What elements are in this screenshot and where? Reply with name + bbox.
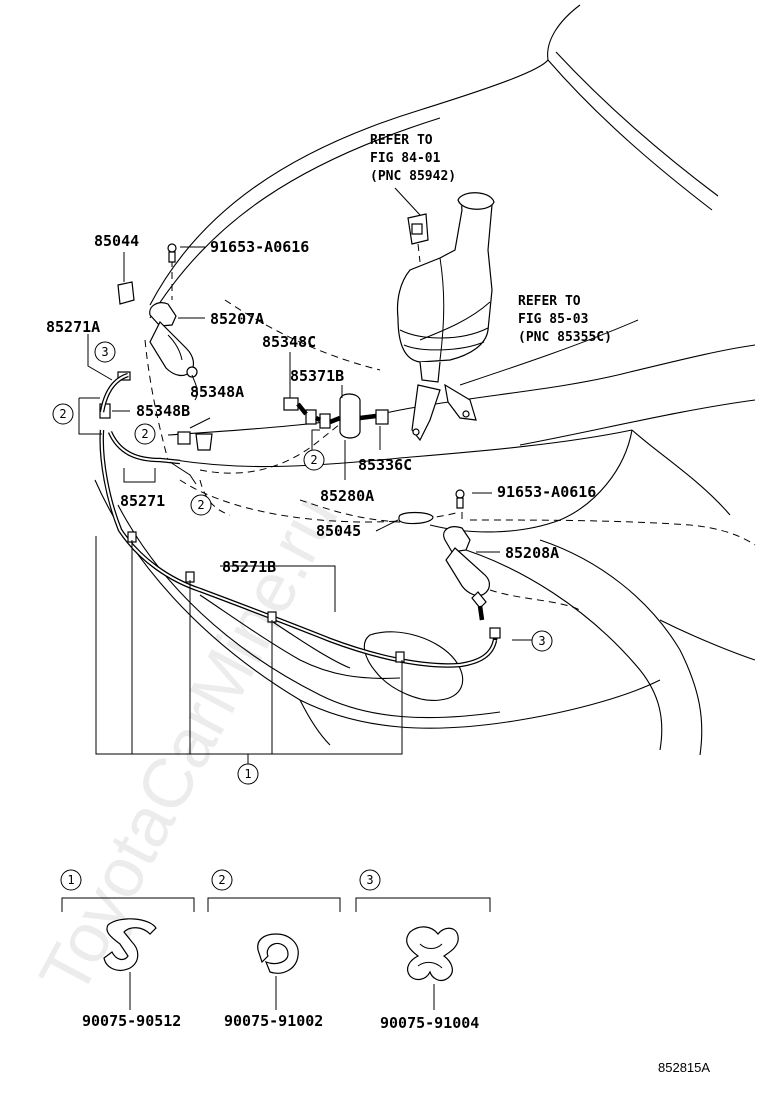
label-85044: 85044 (94, 232, 139, 250)
clip-3-shape (406, 926, 459, 982)
svg-text:3: 3 (101, 345, 108, 359)
pump-85280A (339, 393, 361, 439)
legend-item-3: 3 90075-91004 (355, 869, 491, 1032)
washer-tank (396, 192, 495, 442)
label-85207A: 85207A (210, 310, 264, 328)
part-labels: 85044 91653-A0616 85207A 85271A 85348C 8… (46, 232, 596, 576)
svg-text:3: 3 (366, 873, 373, 887)
label-85271B: 85271B (222, 558, 276, 576)
svg-text:(PNC 85355C): (PNC 85355C) (518, 330, 612, 345)
diagram-code: 852815A (658, 1060, 710, 1075)
svg-text:2: 2 (218, 873, 225, 887)
callout-2-lower: 2 (190, 494, 212, 516)
callout-2-left: 2 (52, 403, 74, 425)
svg-text:REFER TO: REFER TO (518, 294, 581, 309)
label-85336C: 85336C (358, 456, 412, 474)
hoses (99, 372, 499, 668)
legend-part-1: 90075-90512 (82, 1012, 181, 1030)
reference-right: REFER TO FIG 85-03 (PNC 85355C) (518, 294, 612, 345)
label-85348A: 85348A (190, 383, 244, 401)
watermark-text: ToyotaCarMine.ru (24, 483, 352, 1007)
part-85044-shape (117, 281, 135, 305)
label-91653-right: 91653-A0616 (497, 483, 596, 501)
reference-top: REFER TO FIG 84-01 (PNC 85942) (370, 133, 456, 184)
svg-text:FIG 85-03: FIG 85-03 (518, 312, 588, 327)
legend-part-2: 90075-91002 (224, 1012, 323, 1030)
callout-3-upper: 3 (94, 341, 116, 363)
legend-item-2: 2 90075-91002 (207, 869, 341, 1030)
clip-1-shape (103, 918, 157, 971)
nozzle-85208A (398, 489, 490, 609)
label-85280A: 85280A (320, 487, 374, 505)
svg-text:2: 2 (197, 498, 204, 512)
fittings (99, 371, 389, 451)
label-85348B: 85348B (136, 402, 190, 420)
svg-text:1: 1 (244, 767, 251, 781)
svg-text:REFER TO: REFER TO (370, 133, 433, 148)
callout-2-mid: 2 (134, 423, 156, 445)
label-91653-top: 91653-A0616 (210, 238, 309, 256)
svg-text:FIG 84-01: FIG 84-01 (370, 151, 441, 166)
clip-markers (127, 531, 501, 663)
fitting-85371B (319, 413, 331, 429)
svg-text:(PNC 85942): (PNC 85942) (370, 169, 456, 184)
svg-text:1: 1 (67, 873, 74, 887)
callout-3-right: 3 (531, 630, 553, 652)
grommet-85336C (375, 409, 389, 425)
svg-text:3: 3 (538, 634, 545, 648)
callout-1-bottom: 1 (237, 763, 259, 785)
label-85271A: 85271A (46, 318, 100, 336)
nozzle-85207A (149, 243, 198, 378)
callout-circles: 3 2 2 2 2 3 1 (52, 341, 553, 785)
callout-2-pump: 2 (303, 449, 325, 471)
svg-text:2: 2 (310, 453, 317, 467)
clip-2-shape (257, 933, 299, 974)
legend-item-1: 1 90075-90512 (60, 869, 195, 1030)
fitting-85348C (283, 397, 299, 411)
legend-part-3: 90075-91004 (380, 1014, 479, 1032)
label-85371B: 85371B (290, 367, 344, 385)
label-85208A: 85208A (505, 544, 559, 562)
svg-text:2: 2 (59, 407, 66, 421)
legend: 1 90075-90512 2 90075-91002 3 90075-9100… (60, 869, 491, 1032)
label-85271: 85271 (120, 492, 165, 510)
leader-lines (78, 187, 639, 764)
label-85045: 85045 (316, 522, 361, 540)
svg-text:2: 2 (141, 427, 148, 441)
fitting-85348A (177, 431, 191, 445)
label-85348C: 85348C (262, 333, 316, 351)
